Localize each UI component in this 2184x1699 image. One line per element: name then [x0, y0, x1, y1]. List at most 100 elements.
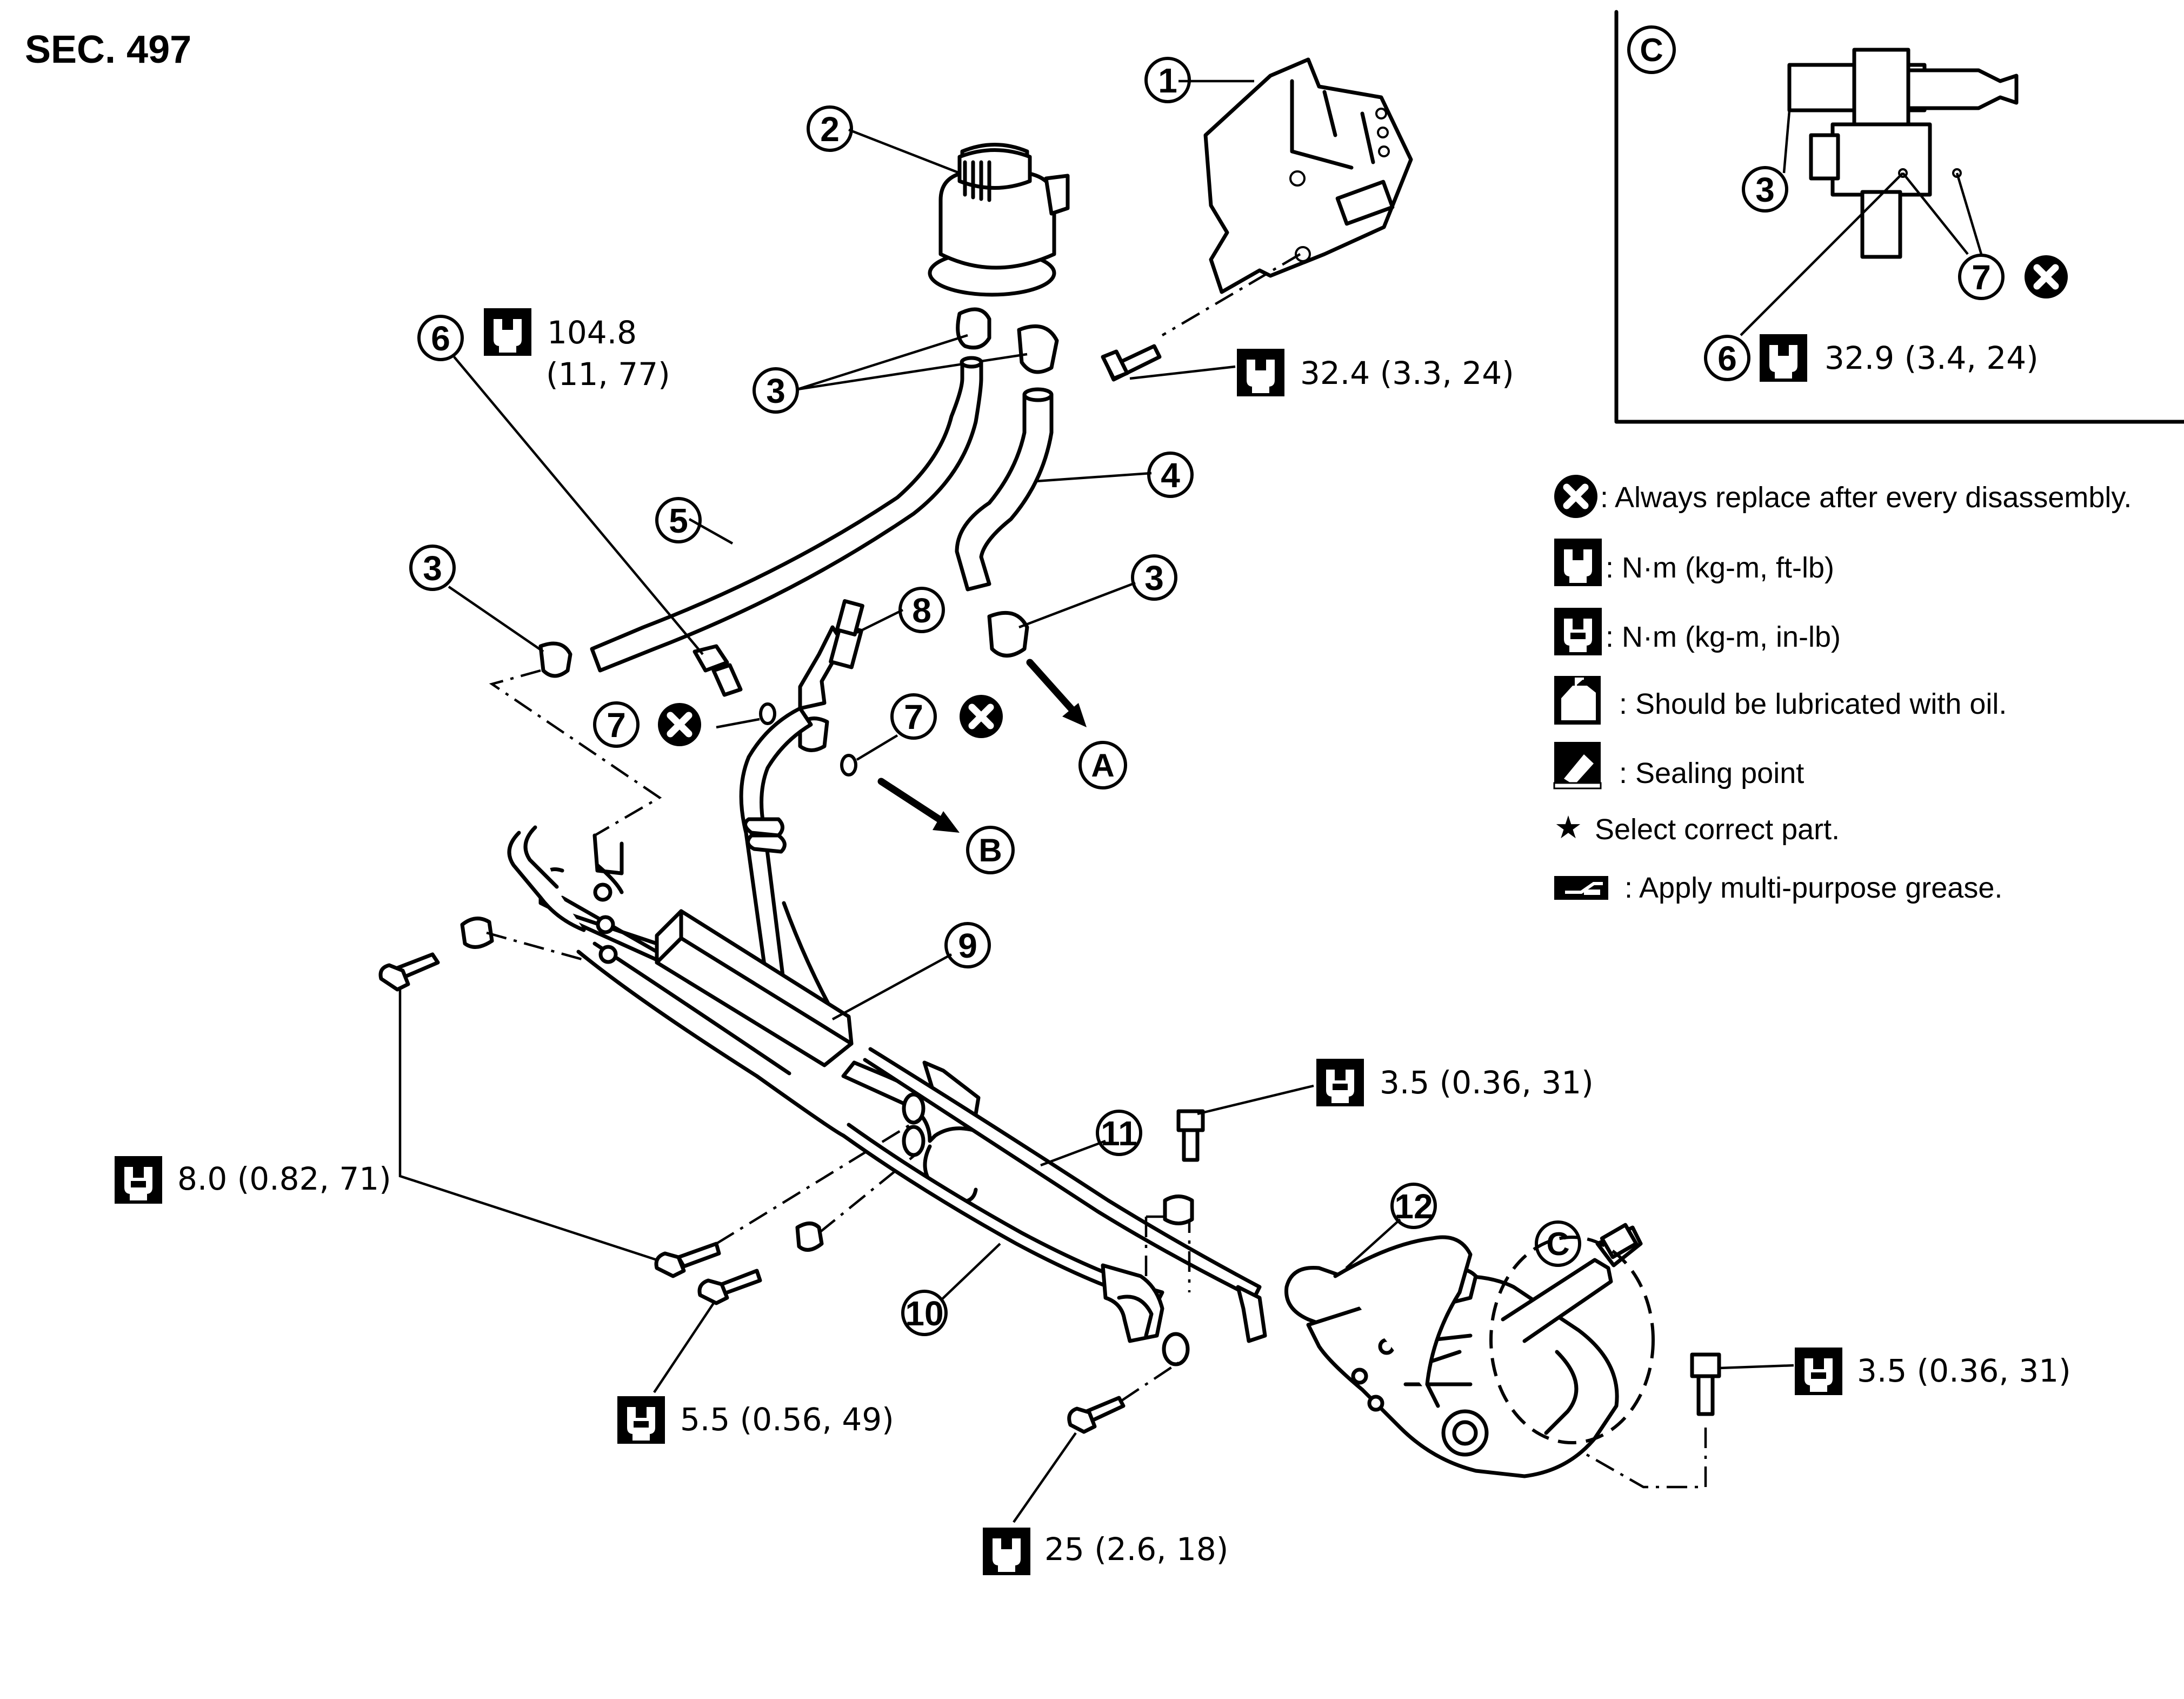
svg-text:10: 10 [905, 1294, 943, 1333]
hose-clamp [538, 641, 572, 678]
svg-text:3: 3 [1755, 170, 1775, 209]
callout-10: 10 [901, 1290, 948, 1336]
svg-text:C: C [1640, 32, 1663, 68]
svg-text:C: C [1546, 1226, 1569, 1262]
direction-arrow-b [877, 778, 947, 826]
high-pressure-hose [739, 706, 837, 1030]
reservoir-bracket [1203, 57, 1413, 294]
section-label: SEC. 497 [25, 28, 191, 71]
svg-text:3: 3 [423, 549, 442, 588]
torque-inlb-icon [1554, 608, 1602, 655]
sealant-icon [1553, 742, 1602, 789]
torque-clamp-mid: 3.5 (0.36, 31) [1380, 1064, 1594, 1101]
bolt [654, 1242, 721, 1278]
replace-icon [2025, 255, 2068, 298]
replace-icon [1554, 475, 1597, 518]
view-b-letter: B [966, 826, 1015, 874]
legend-item: : N·m (kg-m, ft-lb) [1606, 552, 1834, 584]
callout-7-left: 7 [593, 701, 640, 748]
callout-3-right: 3 [1131, 554, 1177, 601]
oil-can-icon [1554, 676, 1601, 725]
torque-inlb-icon [1795, 1348, 1842, 1395]
legend-item: : Sealing point [1619, 757, 1804, 789]
legend-item: : N·m (kg-m, in-lb) [1606, 621, 1841, 653]
bushing [1163, 1194, 1194, 1225]
bolt [1176, 1109, 1205, 1162]
callout-7-right: 7 [890, 693, 937, 740]
callout-3-top: 3 [753, 367, 799, 414]
bolt [697, 1269, 762, 1305]
detail-c-bracket [1787, 48, 2019, 259]
copper-washer [840, 754, 857, 777]
callout-6-top: 6 [417, 315, 464, 361]
svg-text:7: 7 [1972, 258, 1991, 297]
bolt [1690, 1352, 1721, 1416]
svg-text:3: 3 [1144, 559, 1164, 598]
callout-1: 1 [1144, 57, 1191, 103]
view-a-letter: A [1078, 741, 1127, 789]
callout-3-left: 3 [409, 545, 456, 591]
bushing [795, 1222, 824, 1252]
reservoir-tank [928, 143, 1070, 297]
svg-text:6: 6 [1717, 339, 1737, 378]
torque-ftlb-icon [1237, 349, 1284, 396]
callout-12: 12 [1390, 1183, 1437, 1229]
torque-inlb-icon [115, 1156, 162, 1204]
svg-text:4: 4 [1161, 456, 1180, 495]
svg-text:6: 6 [431, 319, 450, 358]
detail-c-callout-7: 7 [1958, 254, 2005, 300]
svg-text:9: 9 [958, 926, 977, 965]
detail-c-callout-6: 6 [1704, 335, 1750, 381]
torque-6-line1: 104.8 [547, 314, 637, 351]
tube-clamp [1101, 1263, 1267, 1366]
callout-5: 5 [655, 497, 702, 543]
torque-clamp-right: 3.5 (0.36, 31) [1857, 1352, 2071, 1389]
svg-text:B: B [978, 832, 1002, 868]
eye-bolt [693, 644, 743, 697]
legend-item: : Apply multi-purpose grease. [1624, 872, 2002, 904]
torque-ftlb-icon [484, 308, 531, 356]
bushing [460, 917, 494, 949]
torque-gear: 25 (2.6, 18) [1044, 1531, 1228, 1568]
hose-clamp [987, 610, 1029, 658]
svg-text:2: 2 [820, 110, 840, 149]
svg-text:3: 3 [766, 371, 785, 410]
pressure-fitting [798, 599, 864, 752]
grease-icon [1554, 876, 1608, 900]
callout-2: 2 [807, 105, 853, 152]
hose-clamp [956, 307, 1059, 374]
torque-1: 32.4 (3.3, 24) [1300, 355, 1514, 391]
svg-text:12: 12 [1394, 1187, 1433, 1226]
replace-icon [658, 703, 701, 746]
callout-4: 4 [1147, 452, 1194, 498]
torque-bracket-mid: 5.5 (0.56, 49) [680, 1401, 894, 1438]
view-c-letter: C [1627, 25, 1676, 74]
svg-text:5: 5 [669, 501, 688, 540]
bolt [378, 952, 440, 992]
torque-ftlb-icon [1554, 539, 1602, 586]
torque-6-line2: (11, 77) [546, 356, 670, 393]
legend-item: : Always replace after every disassembly… [1600, 481, 2132, 514]
svg-text:7: 7 [904, 698, 923, 736]
torque-ftlb-icon [983, 1528, 1030, 1575]
torque-inlb-icon [1316, 1059, 1364, 1106]
torque-ftlb-icon [1760, 334, 1807, 382]
legend-item: : Should be lubricated with oil. [1619, 688, 2007, 720]
replace-icon [960, 695, 1003, 738]
legend-item: Select correct part. [1595, 813, 1840, 846]
svg-text:1: 1 [1158, 61, 1177, 100]
detail-c-callout-3: 3 [1742, 166, 1788, 213]
bolt [1101, 344, 1162, 382]
star-icon: ★ [1554, 809, 1582, 846]
callout-9: 9 [944, 922, 991, 968]
legend: : Always replace after every disassembly… [1554, 475, 2132, 904]
gear-feed-tube [1333, 1235, 1473, 1408]
bolt [1067, 1396, 1126, 1434]
torque-bracket-left: 8.0 (0.82, 71) [177, 1160, 391, 1197]
view-c-letter: C [1535, 1220, 1581, 1267]
svg-text:7: 7 [607, 706, 626, 745]
callout-8: 8 [898, 587, 945, 633]
direction-arrow-a [1026, 659, 1080, 718]
callout-11: 11 [1096, 1110, 1142, 1156]
